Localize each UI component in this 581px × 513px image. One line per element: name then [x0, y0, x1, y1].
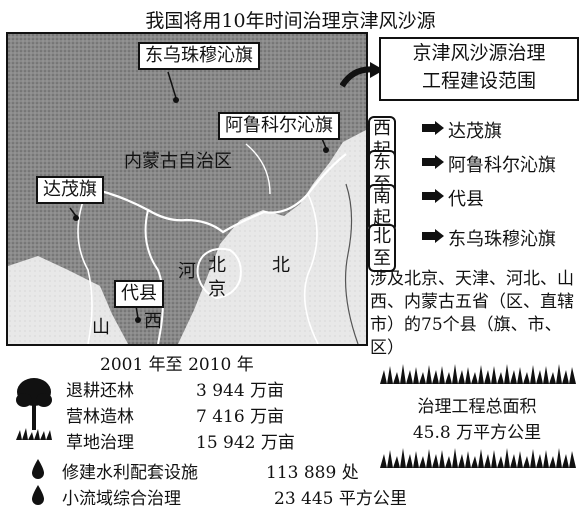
grass-icon	[380, 448, 576, 468]
bound-key: 北至	[368, 224, 396, 272]
bound-value: 代县	[448, 189, 484, 210]
boundary-line	[196, 247, 242, 300]
label-shanxi-xi: 西	[144, 311, 162, 332]
stat-name: 退耕还林	[66, 381, 134, 401]
arrow-icon	[340, 62, 384, 88]
location-dot	[173, 97, 179, 103]
stat-name: 小流域综合治理	[62, 489, 181, 509]
stat-name: 修建水利配套设施	[62, 463, 198, 483]
period-label: 2001 年至 2010 年	[100, 355, 254, 375]
scope-area	[8, 34, 366, 344]
grass-icon	[380, 364, 576, 384]
arrow-icon	[422, 189, 444, 203]
tree-icon	[16, 378, 52, 440]
map-panel: 东乌珠穆沁旗 阿鲁科尔沁旗 内蒙古自治区 达茂旗 代县 河 北 北 京 山 西	[6, 32, 368, 346]
page-title: 我国将用10年时间治理京津风沙源	[145, 10, 436, 32]
boundary-line	[77, 187, 93, 344]
boundary-line	[245, 143, 271, 195]
label-beijing-bei: 北	[208, 255, 226, 276]
stat-value: 15 942 万亩	[196, 433, 295, 453]
boundary-line	[303, 193, 319, 344]
total-area-label: 治理工程总面积	[417, 397, 537, 417]
boundary-line	[144, 209, 164, 344]
coastline	[344, 183, 359, 344]
bound-value: 东乌珠穆沁旗	[448, 229, 556, 250]
stat-name: 草地治理	[66, 433, 134, 453]
total-area-value: 45.8 万平方公里	[412, 423, 542, 443]
label-daixian: 代县	[114, 280, 164, 308]
counties-note: 涉及北京、天津、河北、山西、内蒙古五省（区、直辖市）的75个县（旗、市、区）	[370, 269, 574, 358]
label-damao: 达茂旗	[36, 176, 104, 204]
stat-value: 113 889 处	[266, 463, 359, 483]
arrow-icon	[422, 155, 444, 169]
location-dot	[323, 147, 329, 153]
stat-value: 23 445 平方公里	[274, 489, 407, 509]
label-dongwuzhumuqin: 东乌珠穆沁旗	[138, 42, 260, 70]
arrow-icon	[422, 121, 444, 135]
label-hebei-bei: 北	[272, 255, 290, 276]
bound-value: 阿鲁科尔沁旗	[448, 155, 556, 176]
water-drop-icon	[32, 459, 44, 479]
location-dot	[135, 317, 141, 323]
location-dot	[73, 215, 79, 221]
map-graphic	[8, 34, 366, 344]
label-beijing-jing: 京	[208, 279, 226, 300]
label-neimenggu: 内蒙古自治区	[124, 151, 232, 172]
scope-line1: 京津风沙源治理	[412, 42, 546, 64]
scope-legend: 京津风沙源治理 工程建设范围	[379, 37, 579, 101]
label-hebei-he: 河	[178, 261, 196, 282]
label-shanxi-shan: 山	[92, 317, 110, 338]
scope-line2: 工程建设范围	[421, 70, 536, 92]
stat-value: 7 416 万亩	[196, 407, 285, 427]
water-drop-icon	[32, 485, 44, 505]
stat-value: 3 944 万亩	[196, 381, 285, 401]
arrow-icon	[422, 229, 444, 243]
stat-name: 营林造林	[66, 407, 134, 427]
label-alukeerqin: 阿鲁科尔沁旗	[218, 112, 340, 140]
bound-value: 达茂旗	[448, 121, 502, 142]
